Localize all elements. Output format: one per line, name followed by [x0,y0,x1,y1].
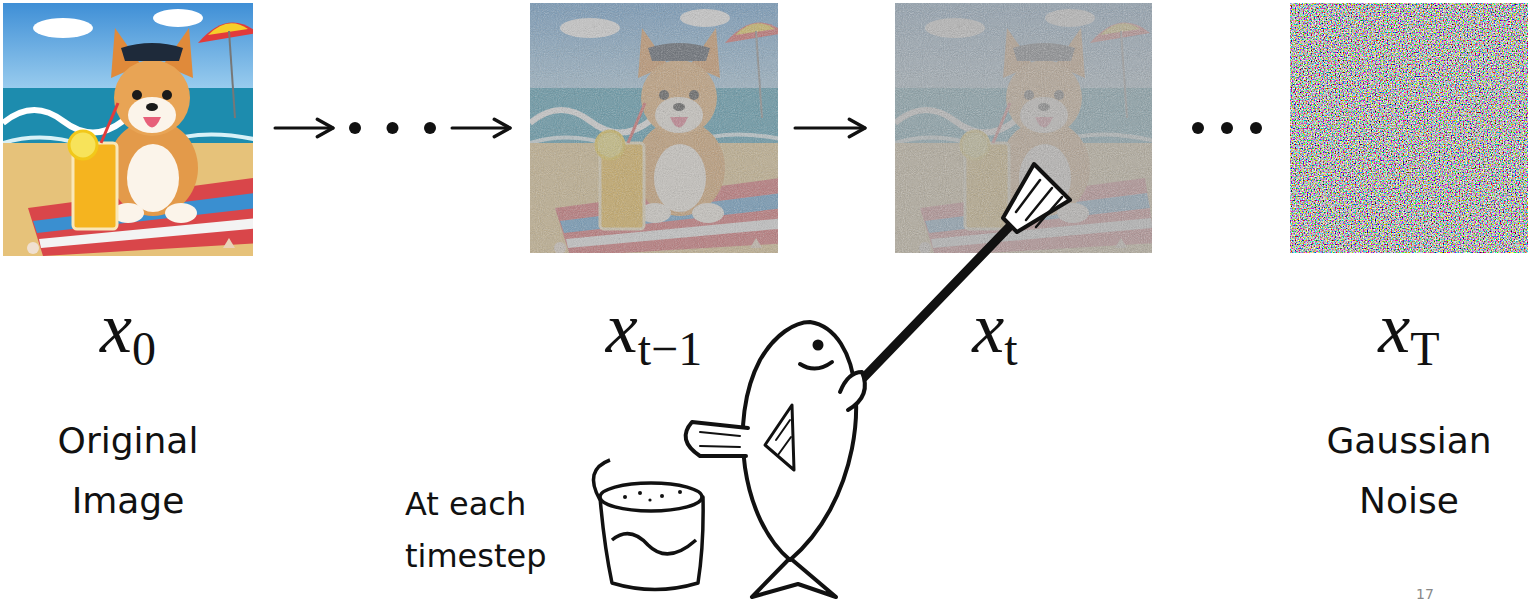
subscript-index: T [1410,322,1439,375]
arrow-line [795,127,865,130]
fish-with-spatula [686,164,1070,597]
variable-name: x [100,288,132,368]
math-label: xt [895,288,1095,389]
variable-name: x [972,288,1004,368]
page-number: 17 [1416,587,1456,601]
stage-current: xt [895,3,1095,389]
math-label: xt−1 [530,288,778,389]
subscript-index: 0 [132,322,156,375]
variable-name: x [606,288,638,368]
subscript-index: t−1 [638,322,702,375]
arrow-line [452,127,510,130]
math-label: x0 [3,288,253,389]
forward-step-arrow [795,128,865,129]
stage-noise: xT Gaussian Noise [1290,3,1528,531]
math-label: xT [1290,288,1528,389]
stage-original: x0Original Image [3,3,253,531]
noisy-image [530,3,790,263]
timestep-note: At each timestep [405,478,580,582]
ellipsis-dot [387,122,399,134]
stage-caption: Original Image [33,411,223,531]
variable-name: x [1378,288,1410,368]
noisier-image [895,3,1155,263]
ellipsis-dot [349,122,361,134]
forward-step-arrow [275,122,510,134]
subscript-index: t [1004,322,1017,375]
ellipsis-dots [1192,122,1262,134]
ellipsis-dot [424,122,436,134]
original-image [3,3,263,263]
gaussian-noise-image [1290,3,1528,253]
arrow-line [275,127,333,130]
bucket [593,460,703,590]
stage-caption: Gaussian Noise [1314,411,1504,531]
stage-previous: xt−1 [530,3,778,389]
